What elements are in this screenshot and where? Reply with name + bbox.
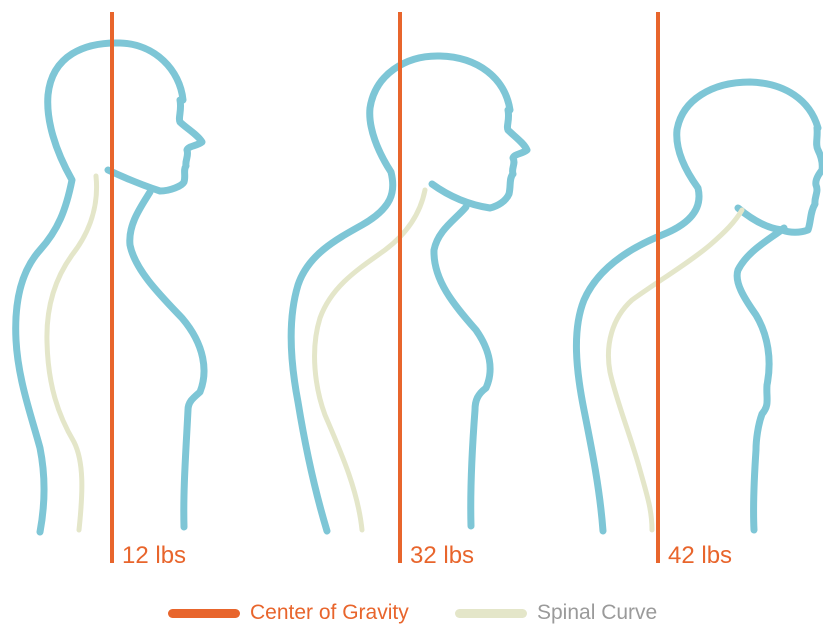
weight-label: 32 lbs [410,542,474,569]
legend-label-spinal-curve: Spinal Curve [537,601,657,625]
legend-item-center-of-gravity: Center of Gravity [168,598,409,628]
body-outline-front [737,228,784,530]
weight-label: 42 lbs [668,542,732,569]
face-profile [432,110,527,208]
body-outline-front [130,192,204,527]
face-profile [108,100,202,191]
legend-item-spinal-curve: Spinal Curve [455,598,657,628]
legend: Center of Gravity Spinal Curve [0,598,823,628]
posture-figure-severe: 42 lbs [576,12,822,569]
spinal-curve-swatch [455,609,527,618]
legend-label-center-of-gravity: Center of Gravity [250,601,409,625]
face-profile [738,128,822,232]
body-outline-front [434,207,490,526]
posture-figure-moderate: 32 lbs [291,12,527,569]
weight-label: 12 lbs [122,542,186,569]
posture-figure-upright: 12 lbs [16,12,204,569]
spinal-curve [608,210,742,530]
body-outline-back [576,82,818,531]
center-of-gravity-swatch [168,609,240,618]
